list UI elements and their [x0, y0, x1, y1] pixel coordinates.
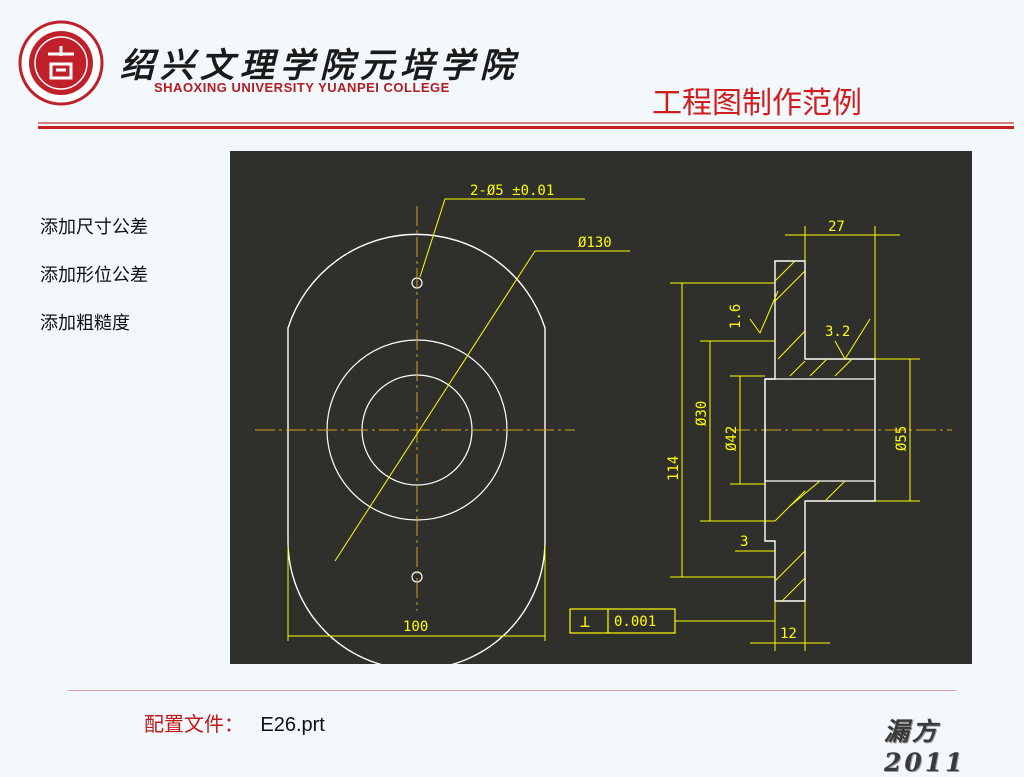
config-file-name: E26.prt [260, 714, 325, 736]
side-view-outline [764, 260, 876, 602]
config-label: 配置文件： [144, 712, 244, 736]
section-hatching [774, 260, 853, 602]
height-dim-label: 114 [666, 456, 682, 481]
thickness-dim-label: 27 [828, 219, 845, 235]
slide-title: 工程图制作范例 [652, 86, 862, 121]
front-view-outline [287, 233, 546, 664]
step-dim-label: 3 [740, 534, 748, 550]
school-name-en: SHAOXING UNIVERSITY YUANPEI COLLEGE [154, 80, 450, 95]
hole-dim-leader [419, 198, 585, 278]
engineering-drawing: 2-Ø5 ±0.01 Ø130 100 [230, 151, 972, 664]
title-divider-thin [38, 122, 1014, 124]
dia30-dim-label: Ø30 [694, 401, 710, 426]
hole-dim-label: 2-Ø5 ±0.01 [470, 183, 554, 199]
perpendicular-icon: ⊥ [580, 612, 590, 632]
roughness-b-label: 3.2 [825, 324, 850, 340]
dia42-dim-label: Ø42 [724, 426, 740, 451]
step-item-size-tolerance: 添加尺寸公差 [40, 217, 148, 238]
roughness-symbol-a [749, 290, 779, 335]
step-item-geometric-tolerance: 添加形位公差 [40, 265, 148, 286]
title-divider-thick [38, 126, 1014, 129]
config-line: 配置文件： E26.prt [144, 708, 325, 737]
school-seal-icon [18, 20, 104, 106]
flange-dim-label: 12 [780, 626, 797, 642]
roughness-a-label: 1.6 [728, 304, 744, 329]
drawing-canvas: 2-Ø5 ±0.01 Ø130 100 [255, 183, 952, 664]
roughness-symbol-b [834, 318, 871, 360]
dia55-dim-label: Ø55 [894, 426, 910, 451]
footer-divider [68, 690, 956, 691]
school-name-cn: 绍兴文理学院元培学院 [120, 46, 520, 86]
perp-tolerance-label: 0.001 [614, 614, 656, 630]
author-signature: 漏方 2011 [884, 717, 966, 777]
step-list: 添加尺寸公差 添加形位公差 添加粗糙度 [40, 214, 148, 358]
width-dim-label: 100 [403, 619, 428, 635]
perp-tolerance-leader [675, 601, 776, 622]
step-item-roughness: 添加粗糙度 [40, 313, 130, 334]
pcd-dim-label: Ø130 [578, 235, 612, 251]
pcd-dim-line [334, 250, 536, 562]
